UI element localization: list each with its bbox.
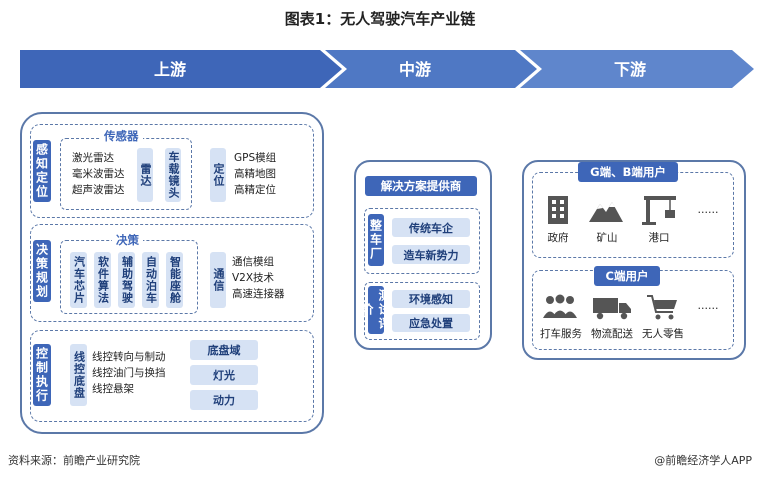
- c-header: C端用户: [594, 266, 660, 286]
- decision-column: 辅助驾驶: [118, 252, 135, 308]
- value-chain-arrows: [20, 50, 754, 88]
- perception-section: [30, 124, 314, 218]
- crane-icon: [642, 196, 676, 225]
- test-section: [364, 282, 480, 340]
- radar-item: 激光雷达: [72, 152, 114, 164]
- source-note: 资料来源：前瞻产业研究院: [8, 454, 140, 467]
- gb-more: ……: [697, 204, 719, 216]
- gb-item-label: 政府: [547, 232, 569, 244]
- oem-section: [364, 208, 480, 274]
- brand-note: @前瞻经济学人APP: [654, 454, 752, 467]
- domain-box: 底盘域: [190, 340, 258, 360]
- camera-label: 车载镜头: [165, 148, 181, 202]
- perception-label: 感知定位: [33, 140, 51, 202]
- decision-column: 自动泊车: [142, 252, 159, 308]
- decision-title: 决策: [112, 232, 143, 248]
- arrow-midstream: [325, 50, 537, 88]
- chassis-item: 线控悬架: [92, 383, 134, 395]
- decision-label: 决策规划: [33, 240, 51, 302]
- sensors-title: 传感器: [100, 128, 143, 144]
- comm-label: 通信: [210, 252, 226, 308]
- radar-item: 毫米波雷达: [72, 168, 125, 180]
- arrow-downstream-label: 下游: [613, 60, 646, 79]
- c-item-label: 打车服务: [540, 328, 582, 340]
- positioning-item: 高精定位: [234, 184, 276, 196]
- chassis-item: 线控转向与制动: [92, 351, 166, 363]
- truck-icon: [593, 298, 631, 320]
- arrow-upstream: [20, 50, 342, 88]
- domain-box: 灯光: [190, 365, 258, 385]
- positioning-item: 高精地图: [234, 168, 276, 180]
- test-item: 环境感知: [392, 290, 470, 308]
- arrow-downstream: [520, 50, 754, 88]
- positioning-list: GPS模组 高精地图 高精定位: [234, 150, 276, 198]
- arrow-upstream-label: 上游: [153, 60, 186, 79]
- chassis-label: 线控底盘: [70, 344, 87, 406]
- gb-item-label: 矿山: [596, 232, 618, 244]
- domain-box: 动力: [190, 390, 258, 410]
- test-item: 应急处置: [392, 314, 470, 332]
- c-more: ……: [697, 300, 719, 312]
- control-section: [30, 330, 314, 422]
- comm-list: 通信模组 V2X技术 高速连接器: [232, 254, 285, 302]
- mountain-icon: [589, 202, 623, 222]
- decision-column: 软件算法: [94, 252, 111, 308]
- positioning-label: 定位: [210, 148, 226, 202]
- oem-item: 造车新势力: [392, 245, 470, 264]
- control-label: 控制执行: [33, 344, 51, 406]
- decision-section: [30, 224, 314, 322]
- radar-item: 超声波雷达: [72, 184, 125, 196]
- comm-item: 通信模组: [232, 256, 274, 268]
- positioning-item: GPS模组: [234, 152, 277, 164]
- building-icon: [548, 196, 568, 224]
- oem-item: 传统车企: [392, 218, 470, 237]
- radar-list: 激光雷达 毫米波雷达 超声波雷达: [72, 150, 125, 198]
- chassis-item: 线控油门与换挡: [92, 367, 166, 379]
- test-label: 测试评价: [360, 286, 391, 334]
- cart-icon: [647, 295, 677, 320]
- c-item-label: 物流配送: [591, 328, 633, 340]
- chassis-list: 线控转向与制动 线控油门与换挡 线控悬架: [92, 349, 166, 397]
- comm-item: 高速连接器: [232, 288, 285, 300]
- oem-label: 整车厂: [368, 214, 384, 266]
- page-title: 图表1：无人驾驶汽车产业链: [284, 10, 476, 28]
- decision-column: 智能座舱: [166, 252, 183, 308]
- radar-label: 雷达: [137, 148, 153, 202]
- gb-header: G端、B端用户: [578, 162, 678, 182]
- c-item-label: 无人零售: [642, 328, 684, 340]
- downstream-panel: [522, 160, 746, 360]
- arrow-midstream-label: 中游: [398, 60, 431, 79]
- solution-provider-header: 解决方案提供商: [365, 176, 477, 196]
- people-icon: [543, 294, 577, 318]
- decision-column: 汽车芯片: [70, 252, 87, 308]
- comm-item: V2X技术: [232, 272, 275, 284]
- gb-item-label: 港口: [648, 232, 670, 244]
